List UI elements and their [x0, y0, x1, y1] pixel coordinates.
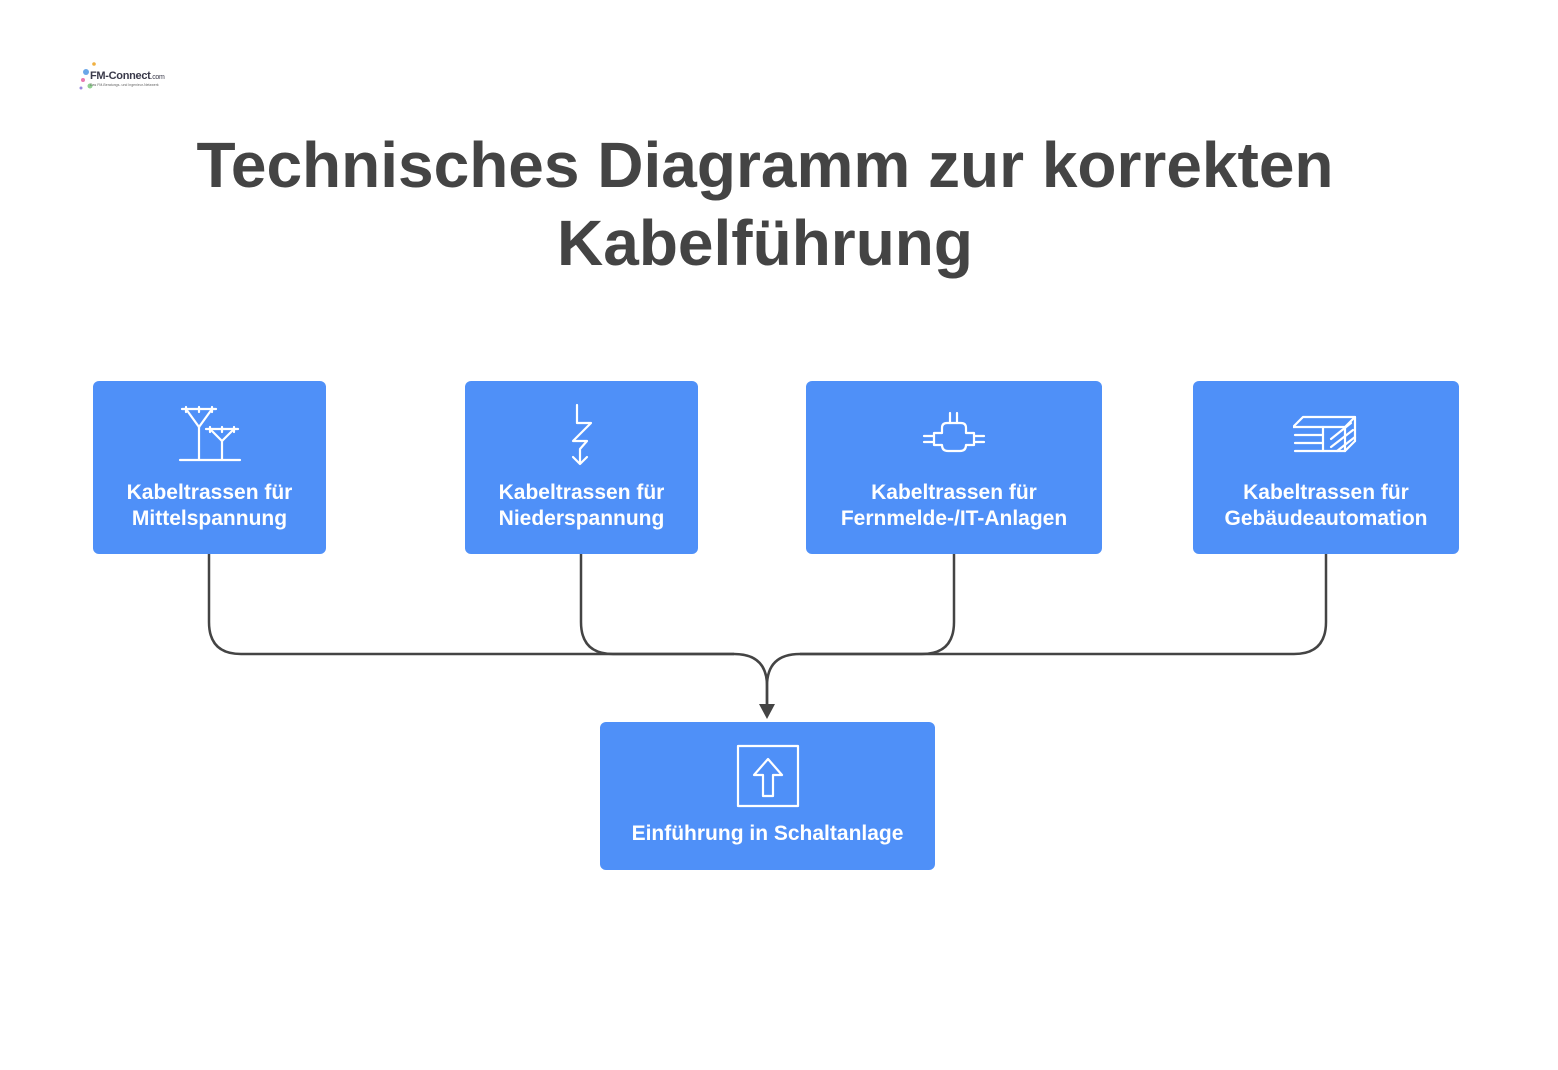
node-fernmelde-it: Kabeltrassen für Fernmelde-/IT-Anlagen: [806, 381, 1102, 554]
node-label: Einführung in Schaltanlage: [631, 822, 904, 845]
connector-arrowhead: [759, 704, 775, 719]
node-label: Kabeltrassen für Mittelspannung: [126, 481, 293, 530]
logo-text: FM-Connect.com: [90, 70, 165, 82]
connector-b3: [800, 554, 956, 656]
lightning-bolt-icon: [571, 403, 592, 466]
node-label: Kabeltrassen für Niederspannung: [498, 481, 665, 530]
title-line-2: Kabelführung: [557, 207, 973, 279]
network-junction-icon: [922, 411, 986, 453]
node-niederspannung: Kabeltrassen für Niederspannung: [465, 381, 698, 554]
logo-tagline: Das FM-Beratungs- und Ingenieur-Netzwerk: [90, 83, 159, 87]
stacked-layers-icon: [1293, 415, 1357, 453]
node-mittelspannung: Kabeltrassen für Mittelspannung: [93, 381, 326, 554]
node-einfuehrung-schaltanlage: Einführung in Schaltanlage: [600, 722, 935, 870]
title-line-1: Technisches Diagramm zur korrekten: [196, 129, 1334, 201]
node-gebaeudeautomation: Kabeltrassen für Gebäudeautomation: [1193, 381, 1459, 554]
upload-arrow-icon: [736, 744, 799, 808]
connector-b1: [207, 554, 769, 708]
logo: FM-Connect.com Das FM-Beratungs- und Ing…: [78, 58, 165, 98]
connector-b4: [765, 554, 1328, 708]
power-pylon-icon: [178, 405, 241, 462]
node-label: Kabeltrassen für Fernmelde-/IT-Anlagen: [840, 481, 1068, 530]
node-label: Kabeltrassen für Gebäudeautomation: [1224, 481, 1428, 530]
page-title: Technisches Diagramm zur korrekten Kabel…: [0, 126, 1530, 282]
logo-splash-icon: [79, 62, 96, 90]
connector-b2: [579, 554, 734, 656]
